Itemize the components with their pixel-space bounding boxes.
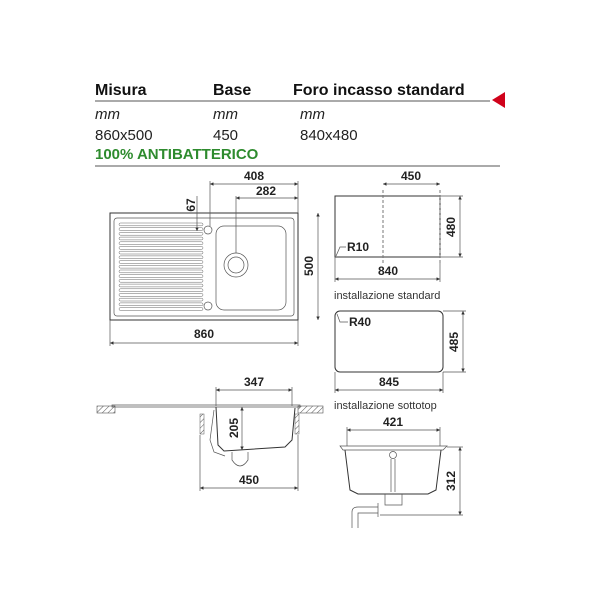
radius-r40: R40 xyxy=(349,315,371,329)
top-view: 860 500 408 282 67 xyxy=(109,169,320,346)
dim-347: 347 xyxy=(244,375,264,389)
front-view: 421 312 xyxy=(339,415,463,528)
drainer-rib xyxy=(118,241,204,245)
value-misura: 860x500 xyxy=(95,127,153,144)
dim-312: 312 xyxy=(444,471,458,491)
dim-205: 205 xyxy=(227,418,241,438)
dim-282: 282 xyxy=(256,184,276,198)
drainer-rib xyxy=(118,227,204,231)
dim-side-450: 450 xyxy=(239,473,259,487)
dim-408: 408 xyxy=(244,169,264,183)
header-misura: Misura xyxy=(95,82,147,99)
drainer-rib xyxy=(118,297,204,302)
drainer-rib xyxy=(118,260,204,264)
dim-485: 485 xyxy=(447,332,461,352)
dim-base-450: 450 xyxy=(401,169,421,183)
drainer-rib xyxy=(118,279,204,283)
antibacterial-label: 100% ANTIBATTERICO xyxy=(95,146,259,163)
drainer-rib xyxy=(118,302,204,306)
drainer-rib xyxy=(118,269,204,274)
dim-421: 421 xyxy=(383,415,403,429)
caption-sottotop: installazione sottotop xyxy=(334,400,437,412)
header-base: Base xyxy=(213,82,251,99)
red-marker-icon xyxy=(492,92,505,108)
drainer-rib xyxy=(118,265,204,269)
drainer-rib xyxy=(118,236,204,241)
drainer-rib xyxy=(118,246,204,250)
drainer-rib xyxy=(118,255,204,259)
caption-standard: installazione standard xyxy=(334,290,440,302)
dim-width-860: 860 xyxy=(194,327,214,341)
dim-67: 67 xyxy=(184,198,198,212)
sottotop-cutout: R40 485 845 installazione sottotop xyxy=(334,310,466,412)
drainer-rib xyxy=(118,222,204,227)
drainer-rib xyxy=(118,274,204,278)
unit-foro: mm xyxy=(300,106,325,123)
drainer-rib xyxy=(118,288,204,292)
drainer-rib xyxy=(118,232,204,236)
drainer-rib xyxy=(118,283,204,288)
unit-misura: mm xyxy=(95,106,120,123)
side-view: 347 205 450 xyxy=(96,375,324,491)
drainer-rib xyxy=(118,307,204,311)
radius-r10: R10 xyxy=(347,240,369,254)
dim-depth-500: 500 xyxy=(302,256,316,276)
value-base: 450 xyxy=(213,127,238,144)
unit-base: mm xyxy=(213,106,238,123)
value-foro: 840x480 xyxy=(300,127,358,144)
standard-cutout: 450 480 840 R10 installazione standard xyxy=(334,169,463,302)
drainer-rib xyxy=(118,250,204,255)
dim-480: 480 xyxy=(444,217,458,237)
header-foro: Foro incasso standard xyxy=(293,82,465,99)
dim-845: 845 xyxy=(379,375,399,389)
drainer-rib xyxy=(118,293,204,297)
dim-840: 840 xyxy=(378,264,398,278)
